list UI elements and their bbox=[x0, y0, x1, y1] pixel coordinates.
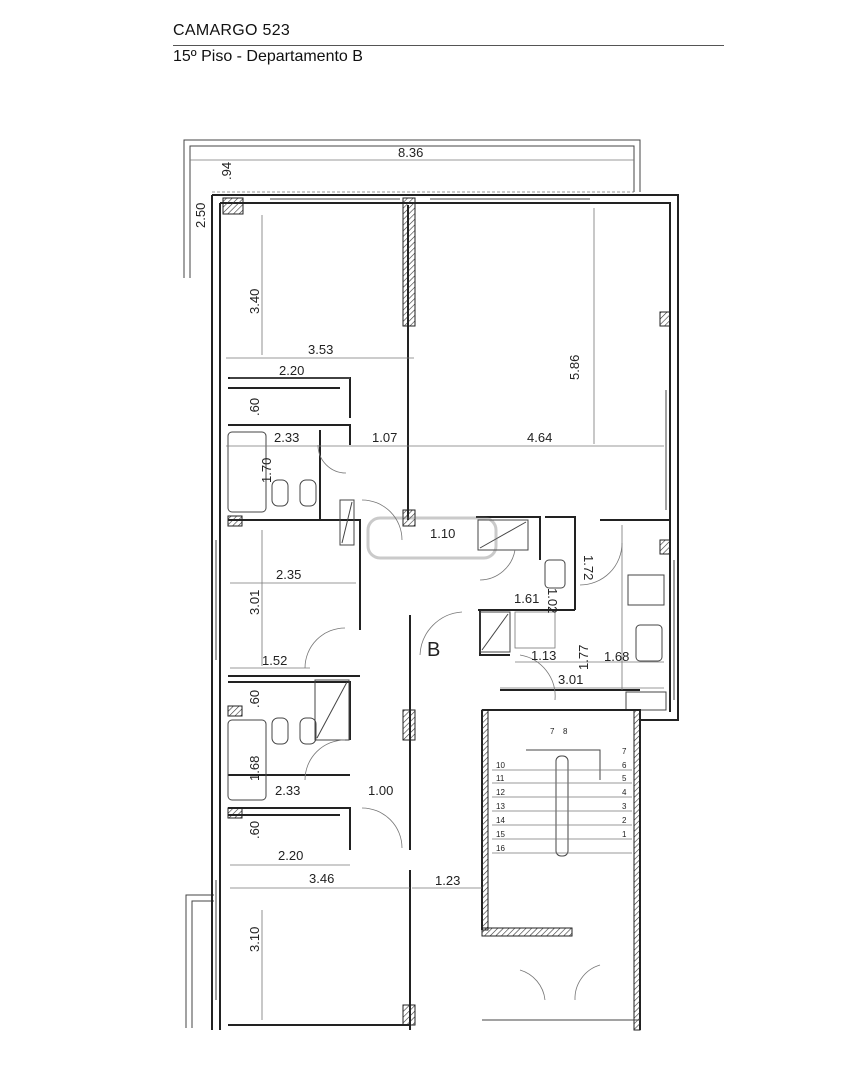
washer bbox=[514, 611, 556, 649]
dim-label: 4.64 bbox=[527, 430, 552, 445]
dim-label: 2.50 bbox=[193, 203, 208, 228]
stove bbox=[627, 574, 665, 606]
dim-label: .60 bbox=[247, 821, 262, 839]
title-divider bbox=[173, 45, 724, 46]
dim-label: 2.33 bbox=[274, 430, 299, 445]
stair-number: 11 bbox=[496, 774, 505, 783]
dim-label: 1.52 bbox=[262, 653, 287, 668]
balcony-bottom bbox=[185, 894, 214, 1028]
plan-subtitle: 15º Piso - Departamento B bbox=[173, 48, 363, 65]
dim-label: 2.33 bbox=[275, 783, 300, 798]
dim-label: 1.68 bbox=[604, 649, 629, 664]
dim-label: 3.53 bbox=[308, 342, 333, 357]
dim-label: 1.77 bbox=[576, 645, 591, 670]
stair-number: 1 bbox=[622, 830, 627, 839]
dim-label: 1.61 bbox=[514, 591, 539, 606]
bathtub-1 bbox=[227, 431, 267, 513]
dim-label: 1.68 bbox=[247, 756, 262, 781]
dim-label: 1.72 bbox=[581, 555, 596, 580]
stair-number: 14 bbox=[496, 816, 505, 825]
stair-number: 8 bbox=[563, 727, 568, 736]
stair-number: 4 bbox=[622, 788, 627, 797]
dim-label: 2.35 bbox=[276, 567, 301, 582]
dim-label: 5.86 bbox=[567, 355, 582, 380]
bidet-2 bbox=[299, 717, 317, 745]
unit-label: B bbox=[427, 639, 440, 661]
exterior-walls bbox=[211, 194, 679, 1030]
watermark-logo bbox=[366, 516, 498, 560]
bathtub-2 bbox=[227, 719, 267, 801]
stair-number: 5 bbox=[622, 774, 627, 783]
toilet-2 bbox=[271, 717, 289, 745]
dim-label: 3.46 bbox=[309, 871, 334, 886]
fixtures bbox=[227, 431, 665, 801]
dim-label: 3.01 bbox=[247, 590, 262, 615]
stair-number: 7 bbox=[622, 747, 627, 756]
stair-number: 6 bbox=[622, 761, 627, 770]
dimension-labels: 8.36 .94 2.50 3.40 3.53 5.86 2.20 .60 2.… bbox=[193, 145, 629, 952]
windows bbox=[215, 198, 675, 1000]
dim-label: 8.36 bbox=[398, 145, 423, 160]
dim-label: 3.10 bbox=[247, 927, 262, 952]
dim-label: .94 bbox=[219, 162, 234, 180]
dim-label: 3.01 bbox=[558, 672, 583, 687]
dim-label: 1.13 bbox=[531, 648, 556, 663]
kitchen-sink bbox=[635, 624, 663, 662]
dim-label: 3.40 bbox=[247, 289, 262, 314]
dim-label: 1.00 bbox=[368, 783, 393, 798]
stair-number: 15 bbox=[496, 830, 505, 839]
dim-label: .60 bbox=[247, 690, 262, 708]
dim-label: 1.23 bbox=[435, 873, 460, 888]
stair-number: 16 bbox=[496, 844, 505, 853]
door-swings bbox=[304, 444, 623, 849]
dim-label: 1.02 bbox=[545, 588, 560, 613]
dimension-lines bbox=[190, 159, 664, 1020]
stair-treads bbox=[492, 769, 632, 854]
stair-number: 2 bbox=[622, 816, 627, 825]
toilet-1 bbox=[271, 479, 289, 507]
plan-title: CAMARGO 523 bbox=[173, 22, 291, 39]
dim-label: 1.10 bbox=[430, 526, 455, 541]
stair-number: 12 bbox=[496, 788, 505, 797]
bidet-1 bbox=[299, 479, 317, 507]
dim-label: 1.07 bbox=[372, 430, 397, 445]
dim-label: 2.20 bbox=[279, 363, 304, 378]
toilet-service bbox=[544, 559, 566, 589]
stair-number: 10 bbox=[496, 761, 505, 770]
dim-label: .60 bbox=[247, 398, 262, 416]
dim-label: 1.70 bbox=[259, 458, 274, 483]
stair-number: 7 bbox=[550, 727, 555, 736]
stair-number: 3 bbox=[622, 802, 627, 811]
stair-number: 13 bbox=[496, 802, 505, 811]
dim-label: 2.20 bbox=[278, 848, 303, 863]
balcony-top bbox=[183, 139, 641, 278]
stairwell: 7 8 10 11 12 13 14 15 16 7 6 5 4 3 2 1 bbox=[481, 709, 641, 1031]
interior-walls bbox=[228, 205, 670, 1030]
